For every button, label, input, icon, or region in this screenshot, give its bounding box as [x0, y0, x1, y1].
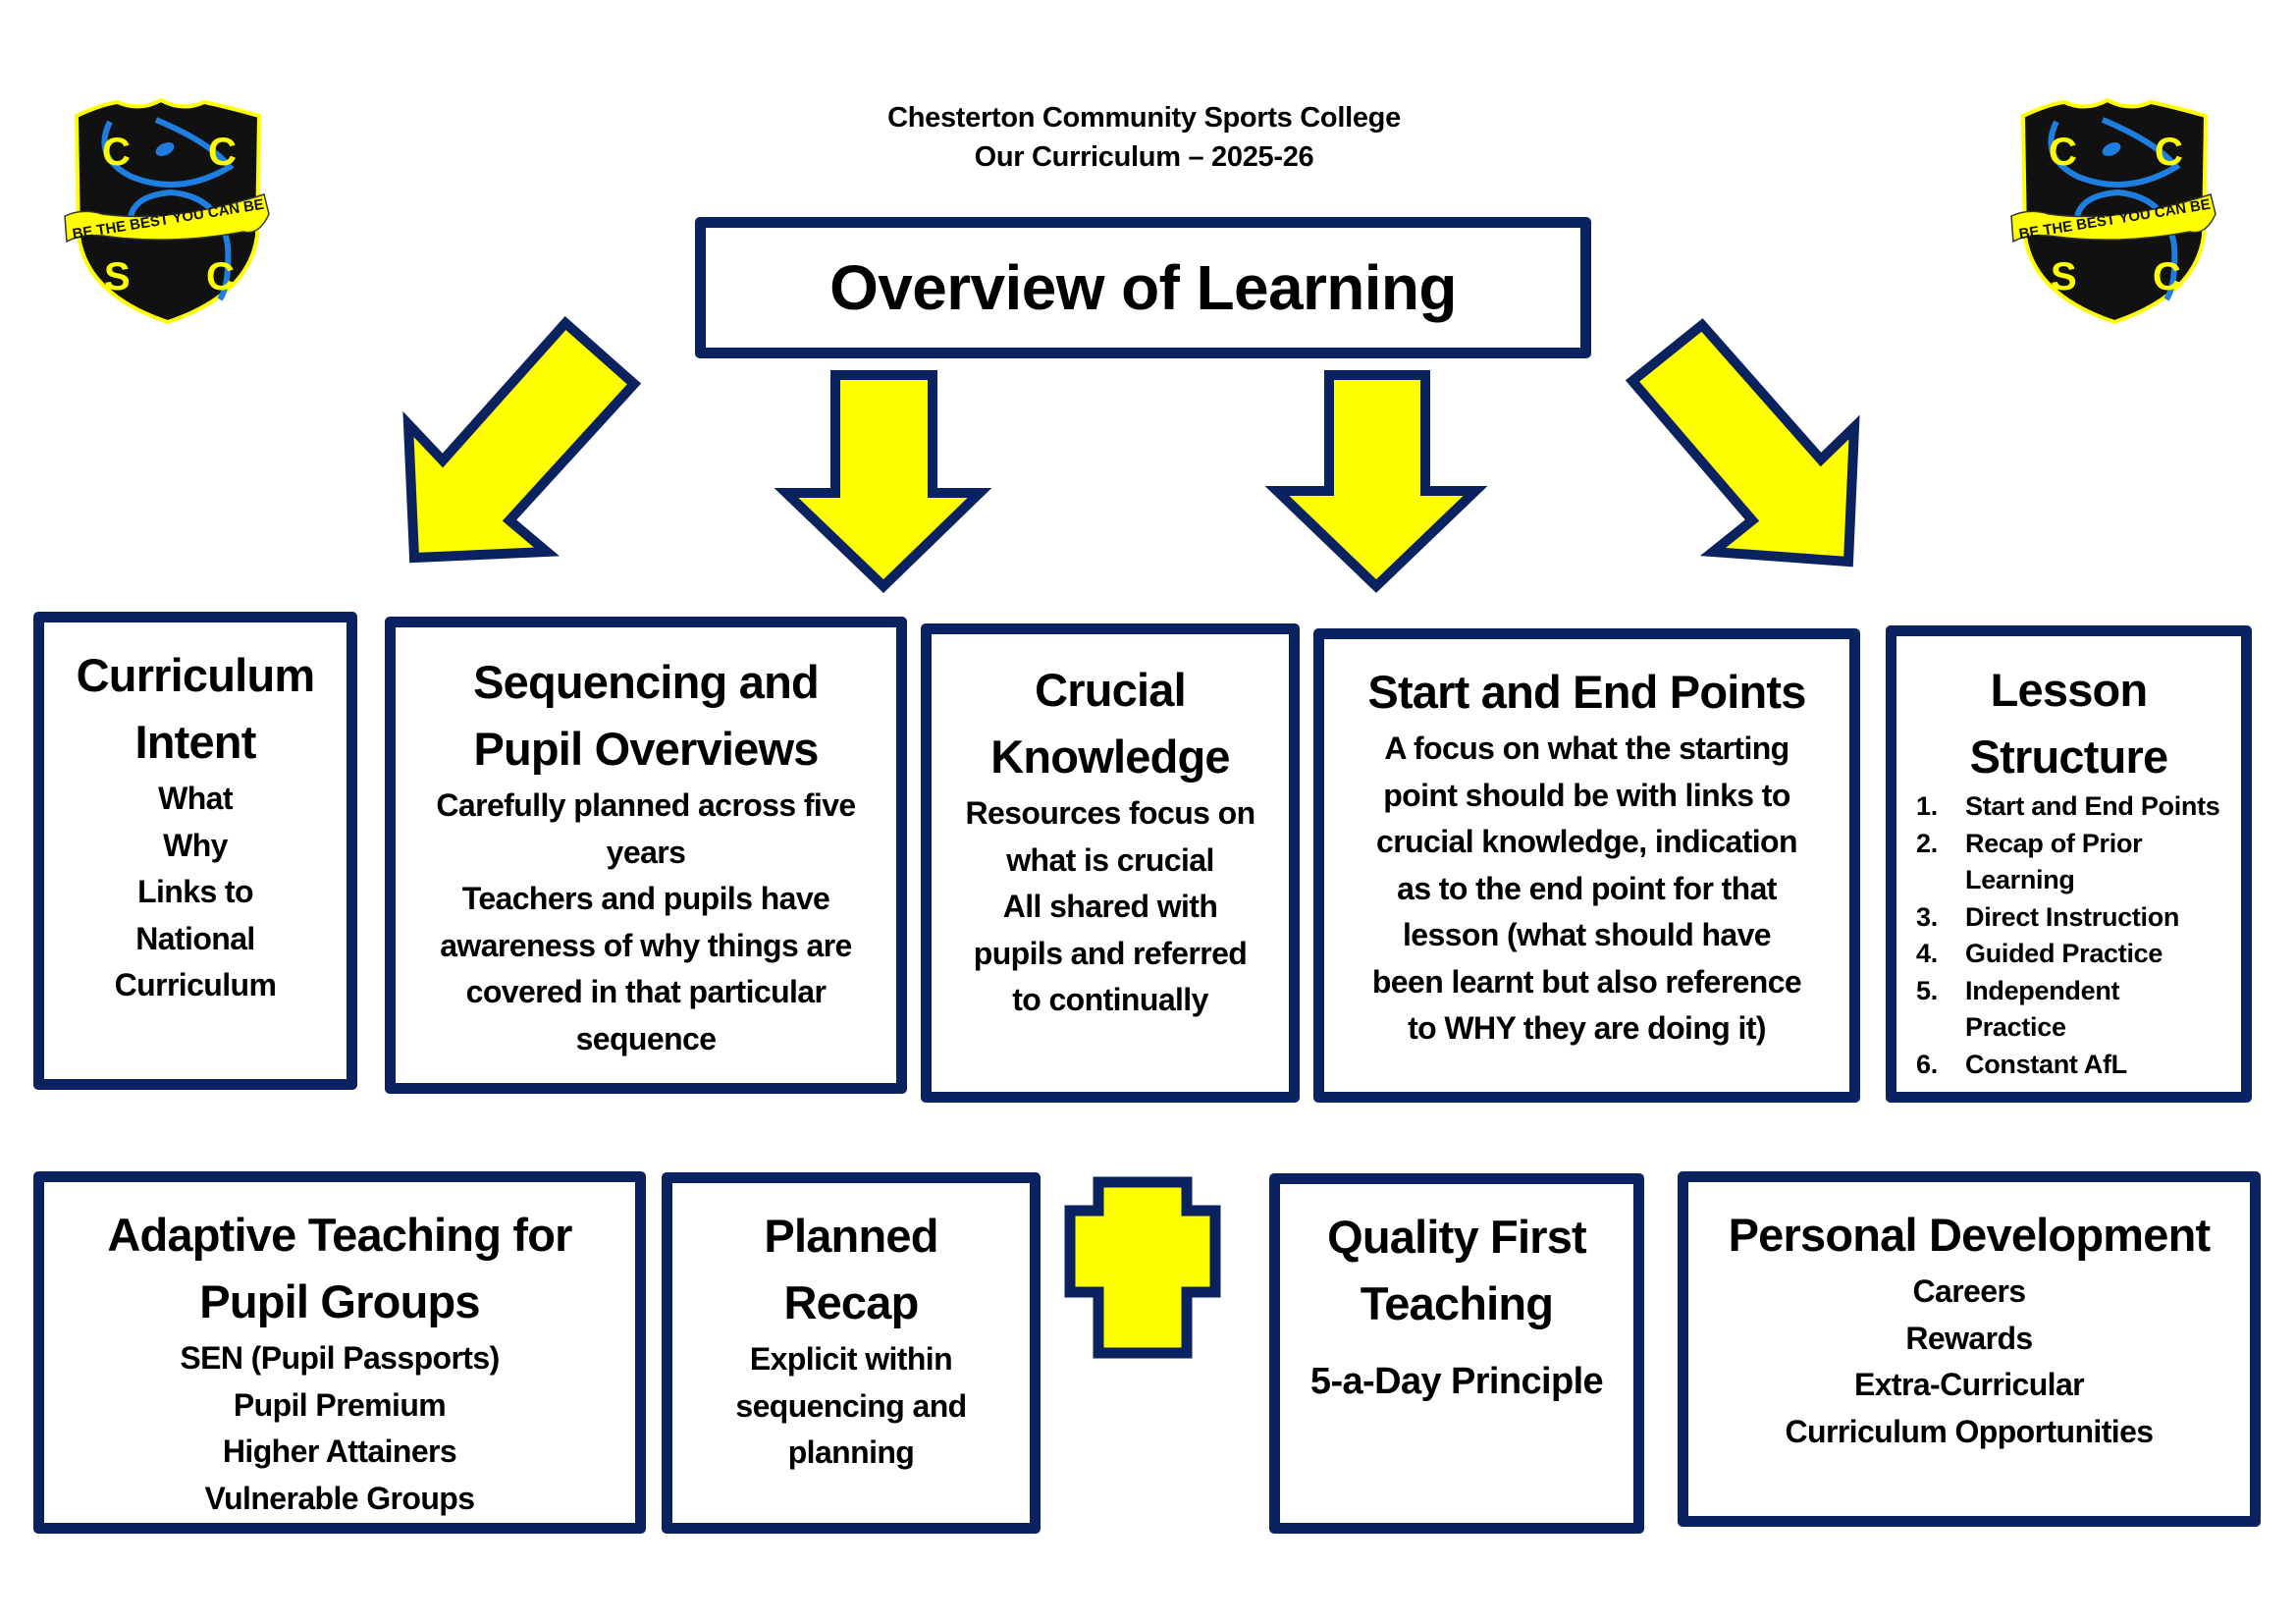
card-title: Personal Development [1728, 1209, 2212, 1261]
school-crest-left: C C S C BE THE BEST YOU CAN BE [63, 98, 274, 334]
card-text: Pupil Premium [233, 1386, 447, 1423]
card-title: Recap [783, 1276, 919, 1328]
lesson-structure-list: 1.Start and End Points 2.Recap of Prior … [1896, 788, 2241, 1083]
list-item: 5.Independent [1916, 975, 2120, 1005]
card-adaptive-teaching: Adaptive Teaching for Pupil Groups SEN (… [33, 1171, 646, 1534]
page-title: Overview of Learning [829, 252, 1457, 323]
card-title: Lesson [1990, 664, 2149, 716]
crest-shield-icon: C C S C BE THE BEST YOU CAN BE [64, 98, 270, 325]
card-planned-recap: Planned Recap Explicit within sequencing… [662, 1172, 1041, 1534]
card-text: SEN (Pupil Passports) [180, 1340, 500, 1376]
page-header: Chesterton Community Sports College Our … [0, 98, 2296, 177]
card-text: to continually [1012, 982, 1208, 1017]
card-text: sequencing and [735, 1387, 967, 1424]
list-item: 6.Constant AfL [1916, 1049, 2127, 1079]
list-item: 3.Direct Instruction [1916, 901, 2180, 932]
card-text: Explicit within [749, 1341, 953, 1377]
card-text: as to the end point for that [1397, 870, 1777, 906]
card-text: All shared with [1002, 889, 1218, 924]
card-text: Vulnerable Groups [204, 1480, 476, 1516]
list-item-continued: Practice [1965, 1012, 2066, 1042]
curriculum-year: Our Curriculum – 2025-26 [974, 141, 1314, 173]
card-crucial-knowledge: Crucial Knowledge Resources focus on wha… [921, 623, 1300, 1103]
card-title: Sequencing and [473, 656, 820, 708]
card-text: Higher Attainers [222, 1434, 457, 1469]
card-title: Quality First [1327, 1211, 1587, 1263]
card-title: Teaching [1360, 1277, 1554, 1329]
plus-icon [1064, 1176, 1221, 1359]
crest-shield-icon: C C S C BE THE BEST YOU CAN BE [2010, 98, 2216, 325]
card-text: years [606, 834, 686, 870]
school-crest-right: C C S C BE THE BEST YOU CAN BE [2009, 98, 2220, 334]
svg-text:C: C [102, 131, 131, 174]
list-item: 4.Guided Practice [1916, 939, 2163, 968]
card-text: pupils and referred [973, 935, 1248, 971]
list-item: 2.Recap of Prior [1916, 828, 2143, 858]
arrow-down-icon [1264, 370, 1488, 593]
card-title: Curriculum [76, 649, 316, 701]
card-sequencing: Sequencing and Pupil Overviews Carefully… [385, 617, 907, 1094]
card-text: covered in that particular [465, 974, 827, 1009]
card-title: Adaptive Teaching for [107, 1209, 572, 1261]
card-text: Resources focus on [965, 795, 1255, 831]
card-curriculum-intent: Curriculum Intent What Why Links to Nati… [33, 612, 357, 1090]
arrow-down-icon [774, 370, 992, 593]
svg-text:S: S [2051, 255, 2077, 298]
svg-text:C: C [2153, 255, 2181, 298]
card-title: Start and End Points [1367, 666, 1806, 718]
card-title: Intent [134, 716, 256, 768]
card-title: Knowledge [990, 730, 1230, 783]
card-text: 5-a-Day Principle [1309, 1361, 1604, 1402]
card-lesson-structure: Lesson Structure 1.Start and End Points … [1886, 625, 2252, 1103]
svg-text:S: S [104, 255, 131, 298]
card-text: What [158, 781, 233, 816]
card-text: sequence [575, 1020, 717, 1056]
card-text: crucial knowledge, indication [1376, 824, 1798, 859]
card-text: Teachers and pupils have [461, 881, 830, 916]
card-title: Planned [764, 1210, 938, 1262]
card-text: Links to [137, 874, 253, 909]
school-name: Chesterton Community Sports College [887, 102, 1401, 134]
svg-text:C: C [2155, 131, 2183, 174]
svg-text:C: C [2049, 131, 2077, 174]
svg-text:C: C [208, 131, 237, 174]
list-item-continued: Learning [1965, 865, 2075, 894]
card-personal-development: Personal Development Careers Rewards Ext… [1678, 1171, 2261, 1527]
card-text: A focus on what the starting [1384, 730, 1789, 766]
card-quality-first-teaching: Quality First Teaching 5-a-Day Principle [1269, 1173, 1644, 1534]
arrow-down-right-icon [1625, 318, 1860, 568]
list-item: 1.Start and End Points [1916, 791, 2220, 821]
card-text: been learnt but also reference [1371, 963, 1802, 1000]
card-text: Rewards [1905, 1320, 2033, 1356]
card-title: Crucial [1035, 664, 1187, 716]
card-text: Curriculum Opportunities [1785, 1413, 2155, 1449]
card-text: point should be with links to [1383, 777, 1790, 813]
card-text: Why [163, 827, 228, 863]
svg-text:C: C [206, 255, 235, 298]
card-text: Careers [1912, 1273, 2026, 1309]
card-text: planning [787, 1434, 915, 1470]
arrow-down-left-icon [402, 315, 642, 564]
card-title: Pupil Overviews [473, 723, 819, 775]
card-text: National [135, 920, 255, 956]
card-text: awareness of why things are [440, 927, 852, 963]
card-title: Structure [1969, 730, 2169, 783]
card-text: what is crucial [1006, 841, 1214, 878]
card-text: Curriculum [114, 967, 277, 1002]
card-title: Pupil Groups [199, 1275, 480, 1327]
card-text: Extra-Curricular [1853, 1367, 2085, 1402]
overview-title-box: Overview of Learning [695, 217, 1591, 358]
card-start-end-points: Start and End Points A focus on what the… [1313, 628, 1860, 1103]
card-text: lesson (what should have [1402, 917, 1772, 952]
card-text: to WHY they are doing it) [1408, 1010, 1766, 1046]
card-text: Carefully planned across five [436, 787, 856, 823]
